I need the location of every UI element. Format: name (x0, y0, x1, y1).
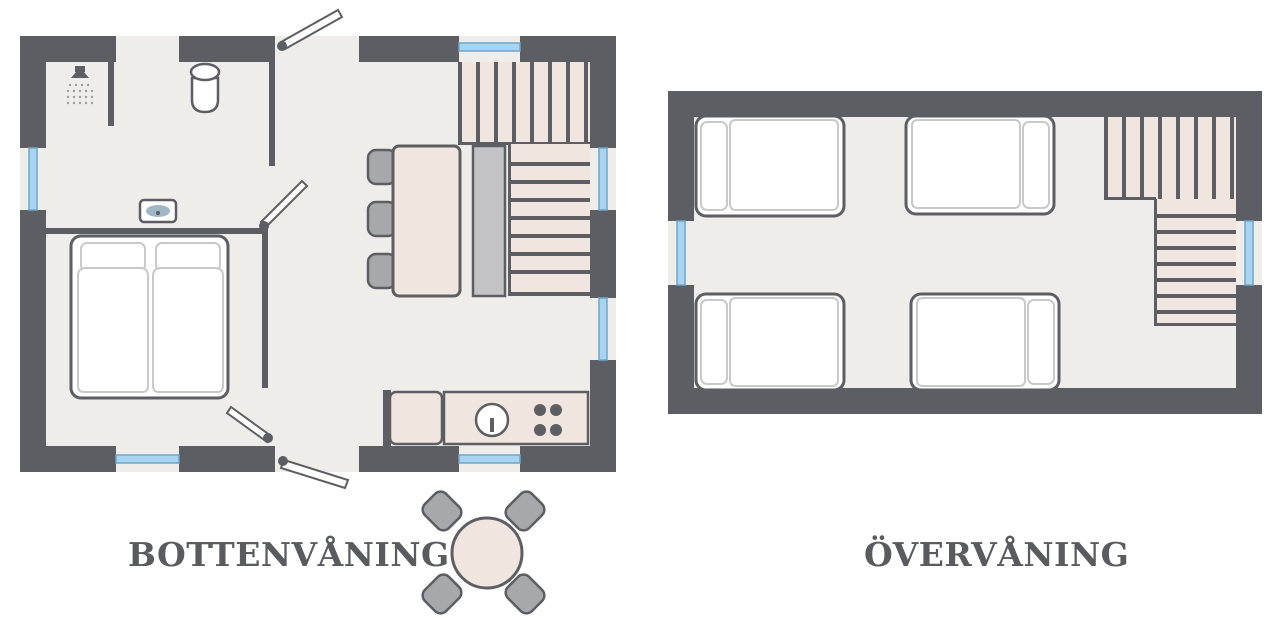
single-bed-1 (694, 114, 846, 218)
shower-icon (66, 66, 94, 105)
double-bed (69, 234, 230, 400)
counter-panel (471, 144, 507, 298)
staircase-ground (458, 62, 590, 296)
bathroom-sink-icon (138, 198, 178, 224)
kitchen-unit (383, 390, 590, 446)
upper-windows (676, 220, 1254, 286)
stove-icon (534, 404, 562, 436)
kitchen-counter (442, 390, 590, 446)
upper-floor-label: ÖVERVÅNING (864, 534, 1129, 574)
single-bed-4 (909, 292, 1061, 392)
ground-floor: BOTTENVÅNING (20, 8, 616, 615)
upper-floor: ÖVERVÅNING (668, 91, 1262, 574)
single-bed-2 (904, 114, 1056, 216)
single-bed-3 (694, 292, 846, 392)
staircase-upper (1104, 117, 1236, 326)
toilet-icon (189, 62, 221, 114)
ground-interior-walls (46, 62, 275, 388)
upper-outer-walls (668, 91, 1262, 414)
ground-floor-label: BOTTENVÅNING (128, 534, 450, 574)
patio-table (421, 490, 546, 615)
bar-counter (391, 144, 462, 298)
ground-windows (28, 42, 608, 464)
bar-stools (366, 148, 398, 290)
fridge (388, 390, 444, 446)
ground-doors (225, 8, 350, 490)
ground-outer-walls (20, 36, 616, 472)
